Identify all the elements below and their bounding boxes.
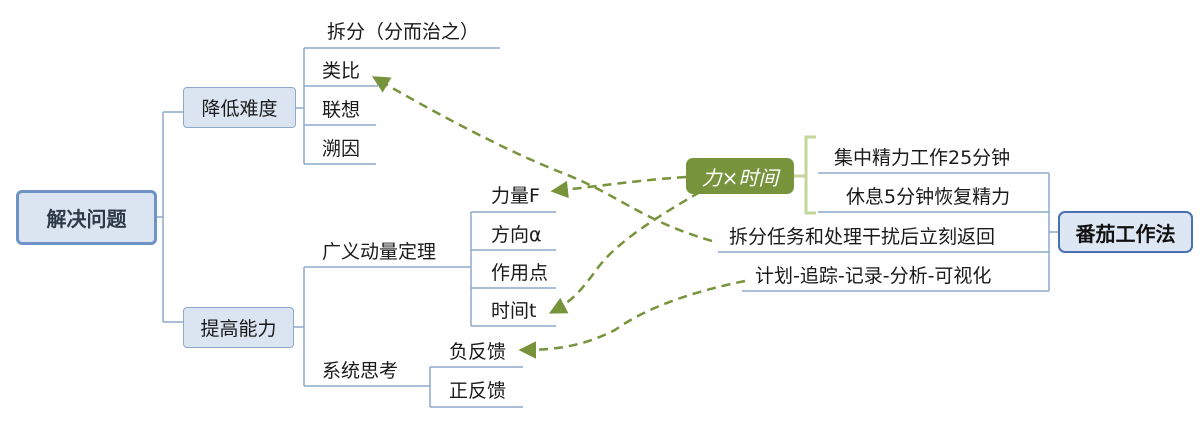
node-point-of-action: 作用点 [491,262,549,284]
arrow-plan-to-feedback [518,279,746,359]
node-split-tasks-return: 拆分任务和处理干扰后立刻返回 [729,226,996,248]
node-plan-track-record: 计划-追踪-记录-分析-可视化 [755,265,992,287]
node-positive-feedback: 正反馈 [449,380,507,402]
node-reduce-difficulty: 降低难度 [183,87,296,128]
node-momentum-theorem: 广义动量定理 [322,241,437,263]
arrow-tag-to-time [548,190,701,314]
momentum-connectors [470,211,556,327]
node-force: 力量F [491,185,540,207]
reduce-connectors [296,47,500,165]
root-node-solve-problems: 解决问题 [16,190,157,245]
node-negative-feedback: 负反馈 [449,341,507,363]
node-abduction: 溯因 [322,138,361,160]
node-direction: 方向α [491,224,542,246]
node-association: 联想 [322,99,361,121]
summary-bracket [794,135,816,215]
node-split-divide-conquer: 拆分（分而治之） [327,21,480,43]
node-focus-25-min: 集中精力工作25分钟 [834,147,1011,169]
summary-tag-force-times-time: 力×时间 [686,158,794,194]
improve-connectors [294,266,471,387]
node-rest-5-min: 休息5分钟恢复精力 [846,186,1011,208]
root-connector [157,111,183,323]
right-connectors [718,172,1058,292]
root-node-pomodoro: 番茄工作法 [1058,211,1193,253]
system-connectors [429,366,523,408]
node-time: 时间t [491,300,537,322]
node-improve-ability: 提高能力 [183,307,294,348]
node-system-thinking: 系统思考 [322,360,399,382]
node-analogy: 类比 [322,60,361,82]
arrow-tag-to-force [550,175,687,199]
